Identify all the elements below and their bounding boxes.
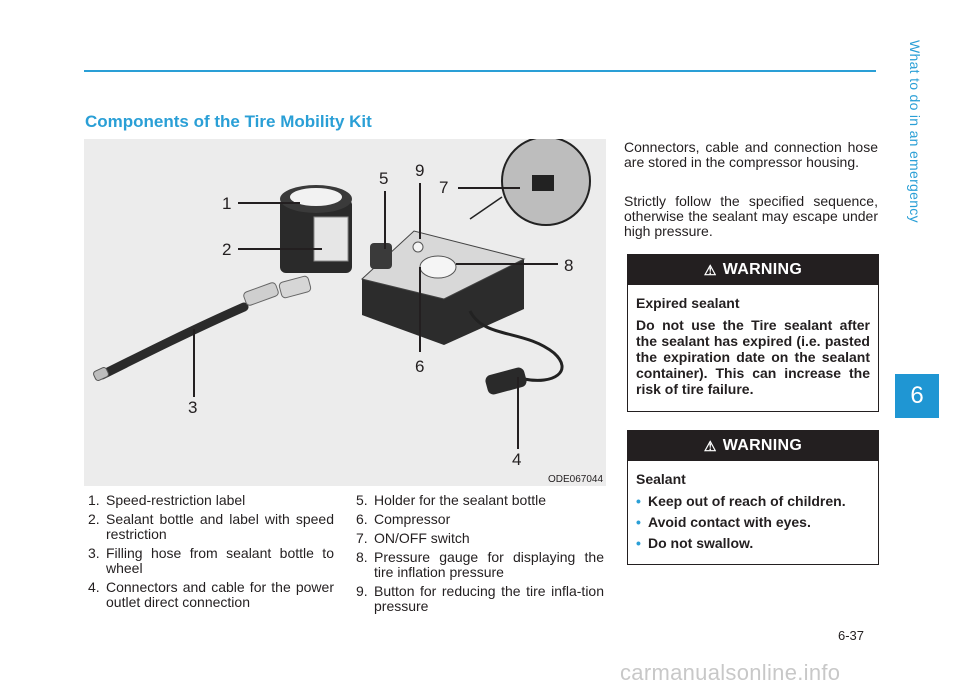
bottle-label (313, 216, 349, 262)
warning-bullets: •Keep out of reach of children. •Avoid c… (636, 493, 870, 551)
list-item: 5.Holder for the sealant bottle (356, 492, 546, 508)
components-list-left: 1.Speed-restriction label 2.Sealant bott… (88, 493, 334, 614)
warning-header: ⚠ WARNING (628, 431, 878, 461)
sequence-paragraph: Strictly follow the specified sequence, … (624, 193, 878, 239)
hose-connector (243, 282, 279, 306)
list-item: 6.Compressor (356, 511, 451, 527)
kit-illustration: 1 2 3 4 5 6 7 8 9 ODE067044 (93, 139, 603, 485)
power-plug (485, 367, 527, 395)
warning-box-sealant: ⚠ WARNING Sealant •Keep out of reach of … (627, 430, 879, 565)
list-item: 7.ON/OFF switch (356, 530, 470, 546)
bullet-icon: • (636, 493, 641, 509)
warning-text: Do not use the Tire sealant after the se… (636, 317, 870, 397)
callout-4: 4 (512, 450, 521, 469)
callout-7: 7 (439, 178, 448, 197)
pressure-release-button (412, 241, 424, 253)
storage-paragraph: Connectors, cable and connection hose ar… (624, 139, 878, 170)
callout-9: 9 (415, 161, 424, 180)
callout-5: 5 (379, 169, 388, 188)
top-rule (84, 70, 876, 72)
warning-header: ⚠ WARNING (628, 255, 878, 285)
list-item: 4.Connectors and cable for the power out… (88, 579, 334, 610)
bottle-adapter (278, 275, 312, 299)
chapter-side-title: What to do in an emergency (907, 40, 923, 223)
bullet-icon: • (636, 514, 641, 530)
warning-title: Expired sealant (636, 295, 740, 311)
warning-triangle-icon: ⚠ (703, 261, 717, 278)
chapter-tab: 6 (895, 374, 939, 418)
tire-mobility-kit-figure: 1 2 3 4 5 6 7 8 9 ODE067044 (84, 139, 606, 486)
list-item: 2.Sealant bottle and label with speed re… (88, 511, 334, 542)
list-item: •Do not swallow. (636, 535, 754, 551)
speed-restriction-label (290, 188, 342, 206)
list-item: •Avoid contact with eyes. (636, 514, 811, 530)
hose-valve-end (93, 366, 109, 382)
bottle-holder (370, 243, 392, 269)
power-cable (468, 310, 564, 382)
on-off-switch (532, 175, 554, 191)
list-item: 3.Filling hose from sealant bottle to wh… (88, 545, 334, 576)
warning-triangle-icon: ⚠ (703, 437, 717, 454)
list-item: •Keep out of reach of children. (636, 493, 846, 509)
watermark: carmanualsonline.info (620, 660, 841, 685)
pressure-gauge (419, 255, 457, 279)
page-number: 6-37 (838, 628, 865, 643)
callout-1: 1 (222, 194, 231, 213)
callout-3: 3 (188, 398, 197, 417)
warning-title: Sealant (636, 471, 686, 487)
warning-body: Sealant •Keep out of reach of children. … (628, 461, 878, 564)
components-list-right: 5.Holder for the sealant bottle 6.Compre… (356, 493, 604, 618)
callout-6: 6 (415, 357, 424, 376)
warning-body: Expired sealant Do not use the Tire seal… (628, 285, 878, 411)
filling-hose (97, 302, 249, 380)
callout-8: 8 (564, 256, 573, 275)
list-item: 1.Speed-restriction label (88, 492, 246, 508)
figure-code: ODE067044 (548, 474, 603, 485)
callout-2: 2 (222, 240, 231, 259)
list-item: 9.Button for reducing the tire infla-tio… (356, 583, 604, 614)
bullet-icon: • (636, 535, 641, 551)
warning-box-expired: ⚠ WARNING Expired sealant Do not use the… (627, 254, 879, 412)
section-title: Components of the Tire Mobility Kit (85, 112, 372, 131)
inset-line (469, 196, 503, 220)
list-item: 8.Pressure gauge for displaying the tire… (356, 549, 604, 580)
